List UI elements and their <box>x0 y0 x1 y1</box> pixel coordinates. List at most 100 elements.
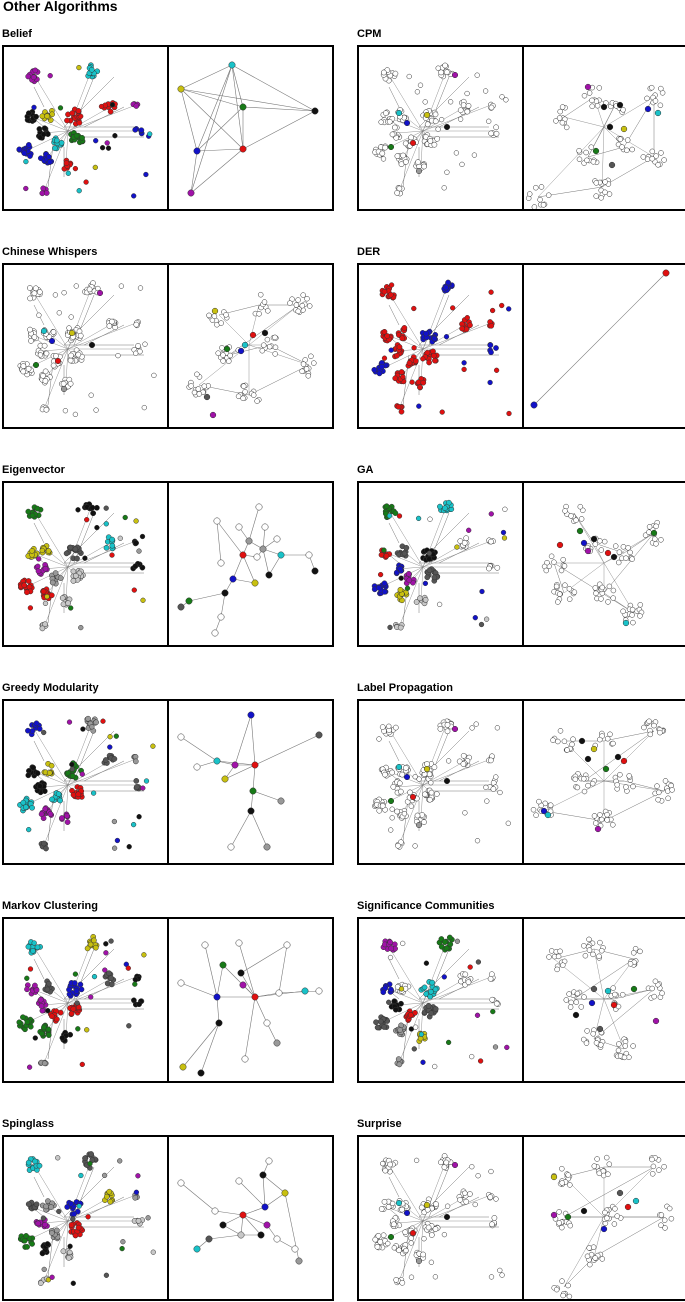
node <box>464 108 471 115</box>
node <box>272 334 278 341</box>
node <box>45 1277 52 1283</box>
node <box>378 119 384 125</box>
node <box>441 1231 448 1238</box>
node <box>432 986 439 993</box>
panel: Markov Clustering <box>2 899 334 1083</box>
node <box>401 811 408 817</box>
node <box>39 113 46 120</box>
panel-divider <box>167 265 169 427</box>
edge <box>222 964 256 998</box>
node <box>69 761 75 768</box>
node <box>390 1221 397 1228</box>
node <box>454 544 460 550</box>
edge <box>25 130 69 152</box>
node <box>20 799 27 806</box>
node <box>396 185 403 192</box>
community-graph <box>530 718 675 833</box>
node <box>43 406 50 413</box>
node <box>87 1160 93 1167</box>
edge <box>386 552 424 568</box>
panel: Spinglass <box>2 1117 334 1301</box>
node <box>76 119 83 126</box>
node-group <box>17 501 146 632</box>
edge <box>388 522 400 544</box>
node <box>435 65 441 71</box>
edge <box>398 566 424 628</box>
node <box>71 980 78 986</box>
node <box>399 1279 406 1286</box>
panel-frame <box>357 1135 685 1301</box>
edge <box>603 790 665 822</box>
node <box>657 729 663 736</box>
node <box>39 1007 46 1014</box>
node <box>430 352 437 359</box>
node <box>381 1198 388 1205</box>
node <box>443 777 451 785</box>
node <box>662 778 669 784</box>
node <box>89 724 95 730</box>
node <box>70 1216 76 1222</box>
node <box>494 564 501 571</box>
node <box>220 352 226 358</box>
node <box>241 1055 249 1063</box>
node <box>132 1194 139 1201</box>
node <box>426 556 432 562</box>
node <box>443 334 450 340</box>
node <box>75 351 82 358</box>
edge <box>603 998 625 1050</box>
node <box>24 1244 30 1250</box>
node <box>42 368 49 375</box>
edge <box>268 554 282 576</box>
node <box>78 624 84 631</box>
network-graph <box>372 1153 505 1286</box>
node <box>559 104 566 110</box>
node <box>70 792 77 798</box>
node <box>66 719 73 725</box>
edge <box>180 1182 216 1212</box>
edge <box>196 106 244 152</box>
node <box>45 1008 51 1014</box>
node <box>37 352 44 358</box>
node <box>559 1278 565 1284</box>
node <box>593 193 599 199</box>
edge <box>388 86 400 108</box>
node <box>662 269 670 277</box>
node <box>48 337 56 345</box>
node <box>32 982 38 989</box>
edge <box>543 810 605 822</box>
node <box>35 1220 42 1227</box>
panel-title: Chinese Whispers <box>2 246 98 258</box>
edge <box>244 996 256 1060</box>
node <box>412 358 419 364</box>
network-graph <box>371 279 512 417</box>
node <box>120 1239 126 1245</box>
node <box>37 1280 44 1286</box>
edge <box>231 64 316 112</box>
node <box>33 1201 40 1208</box>
node-group <box>371 279 512 417</box>
node <box>385 1204 392 1210</box>
node <box>135 1173 141 1179</box>
node <box>543 567 550 574</box>
node <box>559 1180 565 1186</box>
node <box>231 761 239 769</box>
node <box>427 516 433 522</box>
node <box>103 505 109 511</box>
node <box>63 160 70 166</box>
edge <box>420 566 424 602</box>
node <box>590 1031 596 1037</box>
node <box>428 789 435 796</box>
node <box>113 733 119 739</box>
node <box>592 820 599 826</box>
node <box>227 843 235 851</box>
panel: Chinese Whispers <box>2 245 334 429</box>
node <box>47 811 54 817</box>
node <box>467 964 473 970</box>
node <box>239 103 247 111</box>
node <box>568 999 574 1006</box>
node <box>408 803 414 809</box>
node <box>418 1204 425 1211</box>
node <box>25 110 32 117</box>
node <box>39 1250 46 1257</box>
node-group <box>525 83 667 209</box>
